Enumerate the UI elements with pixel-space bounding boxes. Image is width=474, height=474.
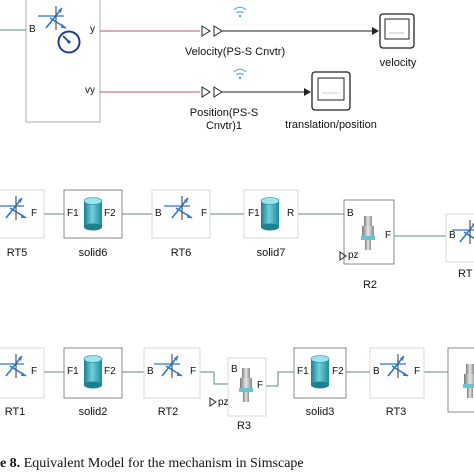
- rt3-label: RT3: [385, 406, 407, 418]
- rt6-port-b: B: [155, 208, 162, 219]
- rt1-port-f: F: [31, 366, 38, 377]
- rt6-port-f: F: [201, 208, 208, 219]
- solid2-port-f1: F1: [67, 366, 79, 377]
- rt3-port-f: F: [414, 366, 421, 377]
- r3-port-f: F: [257, 380, 264, 391]
- solid6-label: solid6: [78, 247, 108, 259]
- connection-line: [266, 371, 294, 387]
- solid7-port-f1: F1: [248, 208, 260, 219]
- solid7-port-r: R: [287, 208, 295, 219]
- rt6-block[interactable]: [151, 189, 211, 239]
- rt7-port-b: B: [449, 230, 456, 241]
- velocity-converter-block[interactable]: [201, 25, 223, 37]
- rt2-port-f: F: [190, 366, 197, 377]
- sensor-port-triangle: [339, 251, 347, 261]
- velocity-converter-label: Velocity(PS-S Cnvtr): [184, 46, 286, 58]
- r3-label: R3: [236, 420, 252, 432]
- r3-port-pz: pz: [218, 397, 229, 408]
- position-scope[interactable]: [311, 71, 351, 111]
- solid7-label: solid7: [256, 247, 286, 259]
- figure-caption-prefix: re 8.: [0, 456, 21, 471]
- wireless-icon: [233, 68, 247, 80]
- r2-label: R2: [362, 279, 378, 291]
- figure-caption-text: Equivalent Model for the mechanism in Si…: [20, 456, 304, 471]
- solid6-port-f1: F1: [67, 208, 79, 219]
- solid6-port-f2: F2: [104, 208, 116, 219]
- solid3-port-f1: F1: [297, 366, 309, 377]
- figure-caption: re 8. Equivalent Model for the mechanism…: [0, 456, 474, 472]
- sensor-port-triangle: [209, 397, 217, 407]
- speedometer-icon: [57, 30, 81, 54]
- wireless-icon: [233, 6, 247, 18]
- r2-port-pz: pz: [348, 250, 359, 261]
- rt3-port-b: B: [373, 366, 380, 377]
- r2-port-b: B: [347, 208, 354, 219]
- cylinder-icon: [310, 355, 330, 389]
- solid3-port-f2: F2: [332, 366, 344, 377]
- rt7-block[interactable]: [445, 213, 474, 263]
- r2-port-f: F: [385, 230, 392, 241]
- position-converter-label: Position(PS-S Cnvtr)1: [189, 107, 259, 132]
- rt2-label: RT2: [157, 406, 179, 418]
- rt5-port-f: F: [31, 208, 38, 219]
- position-scope-label: translation/position: [285, 119, 377, 131]
- sensor-port-b: B: [29, 24, 36, 35]
- r3-port-b: B: [231, 364, 238, 375]
- solid2-port-f2: F2: [104, 366, 116, 377]
- rt3-block[interactable]: [369, 347, 425, 399]
- rt7-label: RT: [458, 268, 473, 280]
- velocity-scope-label: velocity: [379, 57, 417, 69]
- velocity-scope[interactable]: [379, 13, 415, 49]
- cylinder-icon: [260, 197, 280, 231]
- sensor-port-vy: vy: [85, 85, 95, 96]
- rt2-port-b: B: [147, 366, 154, 377]
- position-converter-block[interactable]: [201, 86, 223, 98]
- rt1-label: RT1: [4, 406, 26, 418]
- cylinder-icon: [83, 197, 103, 231]
- rt6-label: RT6: [170, 247, 192, 259]
- connection-line: [213, 372, 228, 385]
- cylinder-icon: [83, 355, 103, 389]
- solid3-label: solid3: [305, 406, 335, 418]
- sensor-port-y: y: [90, 24, 95, 35]
- solid2-label: solid2: [78, 406, 108, 418]
- transform-sensor-block[interactable]: [25, 0, 101, 123]
- rt5-label: RT5: [6, 247, 28, 259]
